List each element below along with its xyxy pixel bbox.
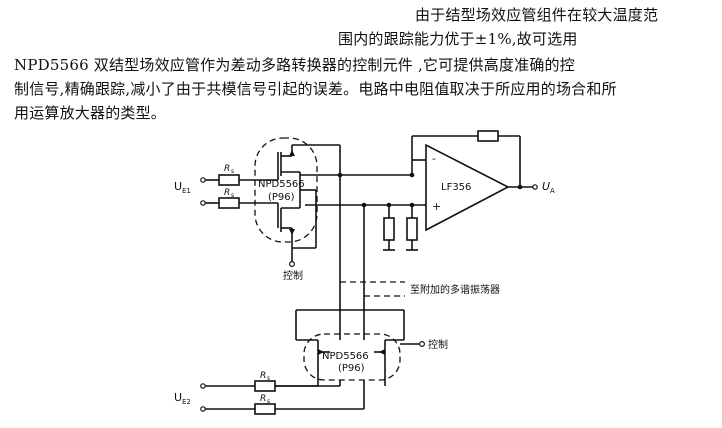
paragraph-line-3: NPD5566 双结型场效应管作为差动多路转换器的控制元件 ,它可提供高度准确的… xyxy=(14,56,575,74)
paragraph-line-1: 由于结型场效应管组件在较大温度范 xyxy=(415,6,659,24)
opamp-plus: + xyxy=(432,200,441,213)
shunt-resistor-2 xyxy=(406,217,418,241)
top-fet-package-outline xyxy=(254,137,318,243)
top-fet-part-label: NPD5566 (P96) xyxy=(258,179,305,203)
bottom-fet-part-label: NPD5566 (P96) xyxy=(322,351,369,374)
output-terminal xyxy=(532,184,538,190)
svg-text:E2: E2 xyxy=(182,398,191,406)
resistor-rs-1 xyxy=(218,174,240,186)
bottom-control-terminal xyxy=(419,341,426,348)
resistor-rs-4-label: R s xyxy=(260,394,270,405)
multivibrator-label: 至附加的多谐振荡器 xyxy=(410,283,500,296)
svg-text:s: s xyxy=(267,398,270,405)
bottom-control-label: 控制 xyxy=(428,338,448,351)
input-terminal-bottom-upper xyxy=(200,383,206,389)
svg-text:R: R xyxy=(260,371,266,381)
svg-text:s: s xyxy=(231,192,234,199)
svg-text:s: s xyxy=(231,168,234,175)
resistor-rs-2-label: R s xyxy=(224,188,234,199)
resistor-rs-3-label: R s xyxy=(260,371,270,382)
svg-text:U: U xyxy=(542,180,550,193)
input-terminal-bottom-lower xyxy=(200,406,206,412)
paragraph-line-2: 围内的跟踪能力优于±1%,故可选用 xyxy=(338,30,578,48)
resistor-rs-3 xyxy=(254,380,276,392)
input-terminal-upper xyxy=(200,177,206,183)
svg-text:NPD5566: NPD5566 xyxy=(258,179,305,190)
svg-text:NPD5566: NPD5566 xyxy=(322,351,369,362)
input-ue1-label: U E1 xyxy=(174,180,191,195)
svg-text:s: s xyxy=(267,375,270,382)
top-control-label: 控制 xyxy=(283,269,303,282)
input-ue2-label: U E2 xyxy=(174,391,191,406)
opamp-minus: - xyxy=(432,152,436,165)
svg-text:A: A xyxy=(550,187,555,195)
opamp-label: LF356 xyxy=(441,182,471,193)
resistor-rs-2 xyxy=(218,197,240,209)
resistor-rs-1-label: R s xyxy=(224,164,234,175)
paragraph-line-5: 用运算放大器的类型。 xyxy=(14,104,167,122)
svg-text:U: U xyxy=(174,391,182,404)
top-control-terminal xyxy=(289,261,296,268)
svg-text:(P96): (P96) xyxy=(268,192,295,203)
output-ua-label: U A xyxy=(542,180,555,195)
svg-text:R: R xyxy=(260,394,266,404)
svg-text:(P96): (P96) xyxy=(338,363,365,374)
svg-text:R: R xyxy=(224,164,230,174)
bottom-fet-package-outline xyxy=(303,333,401,381)
feedback-resistor xyxy=(477,130,499,142)
svg-text:R: R xyxy=(224,188,230,198)
resistor-rs-4 xyxy=(254,403,276,415)
svg-text:U: U xyxy=(174,180,182,193)
opamp-lf356 xyxy=(425,143,510,232)
input-terminal-lower xyxy=(200,200,206,206)
shunt-resistor-1 xyxy=(383,217,395,241)
svg-text:E1: E1 xyxy=(182,187,191,195)
paragraph-line-4: 制信号,精确跟踪,减小了由于共模信号引起的误差。电路中电阻值取决于所应用的场合和… xyxy=(14,80,617,98)
